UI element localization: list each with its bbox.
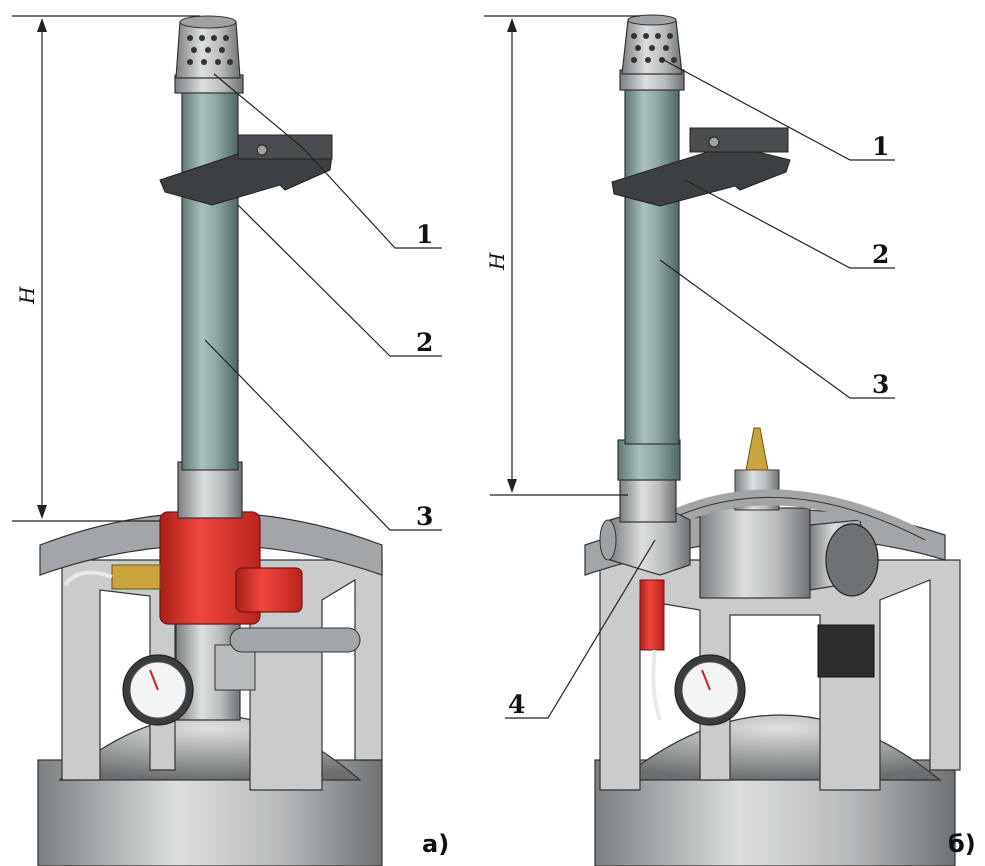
dimension-label-a: H [15, 286, 39, 305]
valve-block-b [639, 427, 933, 726]
panel-a: H 1 2 3 а) [12, 15, 449, 866]
tee-fitting-b [599, 439, 691, 576]
valve-block-a [63, 511, 361, 726]
callout-2-a: 2 [416, 328, 433, 357]
callout-1-a: 1 [416, 220, 433, 249]
caption-b: б) [948, 830, 976, 858]
mounting-bracket-b [611, 127, 791, 207]
vent-pipe-a [174, 15, 244, 519]
dimension-h-a: H [12, 15, 200, 522]
callouts-b: 1 2 3 4 [505, 57, 895, 719]
callout-3-a: 3 [416, 502, 433, 531]
vent-pipe-b [619, 14, 685, 445]
callouts-a: 1 2 3 [204, 73, 442, 531]
caption-a: а) [422, 830, 449, 858]
panel-b: H 1 2 3 4 б) [484, 14, 976, 866]
callout-4-b: 4 [508, 690, 525, 719]
callout-1-b: 1 [872, 132, 889, 161]
dimension-h-b: H [484, 15, 640, 496]
mounting-bracket-a [159, 134, 333, 206]
dimension-label-b: H [485, 252, 509, 271]
callout-3-b: 3 [872, 370, 889, 399]
callout-2-b: 2 [872, 240, 889, 269]
